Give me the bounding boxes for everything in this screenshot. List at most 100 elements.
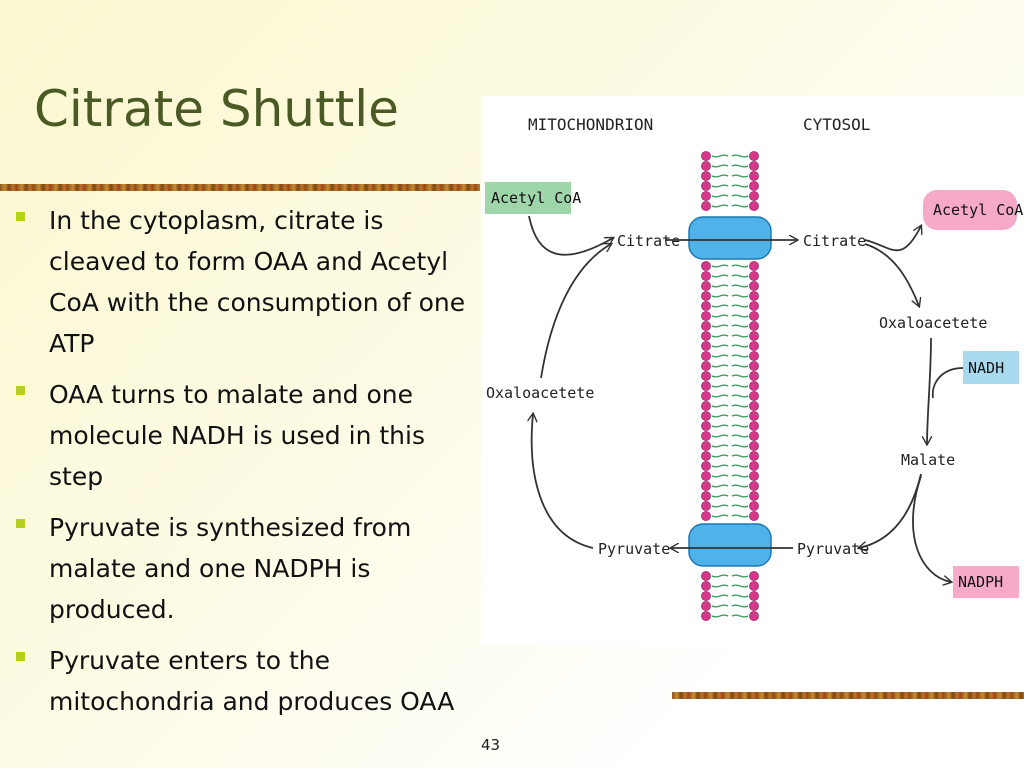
- bullet-item: Pyruvate is synthesized from malate and …: [12, 507, 472, 630]
- lipid-head: [701, 421, 711, 431]
- lipid-tail: [711, 454, 729, 458]
- decorative-band-bottom: [672, 692, 1024, 699]
- lipid-head: [701, 391, 711, 401]
- bullet-text: Pyruvate enters to the mitochondria and …: [49, 646, 455, 716]
- lipid-tail: [731, 384, 749, 388]
- slide-title: Citrate Shuttle: [34, 80, 399, 138]
- lipid-head: [749, 381, 759, 391]
- lipid-tail: [711, 464, 729, 468]
- lipid-tail: [731, 474, 749, 478]
- bullet-text: In the cytoplasm, citrate is cleaved to …: [49, 206, 466, 358]
- lipid-tail: [711, 274, 729, 278]
- lipid-tail: [731, 194, 749, 198]
- lipid-head: [701, 481, 711, 491]
- lipid-tail: [711, 414, 729, 418]
- lipid-head: [749, 291, 759, 301]
- lipid-tail: [711, 604, 729, 608]
- lipid-head: [749, 491, 759, 501]
- arrow-oxaloacetate-to-citrate: [540, 244, 611, 379]
- bullet-square-icon: [16, 386, 25, 395]
- lipid-head: [701, 291, 711, 301]
- lipid-tail: [711, 444, 729, 448]
- lipid-tail: [711, 184, 729, 188]
- lipid-head: [749, 401, 759, 411]
- lipid-head: [749, 351, 759, 361]
- lipid-tail: [731, 434, 749, 438]
- lipid-head: [701, 301, 711, 311]
- lipid-head: [749, 161, 759, 171]
- lipid-tail: [731, 604, 749, 608]
- lipid-head: [701, 401, 711, 411]
- decorative-band-top: [0, 184, 480, 191]
- lipid-tail: [731, 284, 749, 288]
- lipid-head: [701, 571, 711, 581]
- lipid-tail: [711, 404, 729, 408]
- nadh-label: NADH: [968, 359, 1004, 377]
- lipid-tail: [731, 164, 749, 168]
- acetyl-coa-cyto-box: [923, 190, 1017, 230]
- lipid-head: [749, 481, 759, 491]
- arrow-citrate-to-oxaloacetate: [864, 243, 919, 306]
- lipid-head: [701, 261, 711, 271]
- arrow-malate-to-pyruvate: [859, 473, 922, 548]
- lipid-head: [749, 571, 759, 581]
- bullet-item: Pyruvate enters to the mitochondria and …: [12, 640, 472, 722]
- lipid-tail: [731, 594, 749, 598]
- lipid-tail: [711, 344, 729, 348]
- lipid-head: [701, 311, 711, 321]
- lipid-head: [749, 421, 759, 431]
- nadph-box: [953, 566, 1019, 598]
- lipid-head: [749, 471, 759, 481]
- lipid-tail: [731, 614, 749, 618]
- arrow-oxaloacetate-to-malate: [927, 337, 931, 444]
- lipid-head: [701, 381, 711, 391]
- citrate-cyto-label: Citrate: [803, 232, 866, 250]
- lipid-head: [701, 371, 711, 381]
- lipid-head: [701, 441, 711, 451]
- lipid-head: [749, 591, 759, 601]
- lipid-head: [749, 411, 759, 421]
- lipid-tail: [731, 274, 749, 278]
- lipid-head: [749, 191, 759, 201]
- lipid-head: [749, 321, 759, 331]
- lipid-head: [701, 341, 711, 351]
- lipid-tail: [711, 174, 729, 178]
- lipid-head: [749, 361, 759, 371]
- lipid-tail: [731, 264, 749, 268]
- nadph-label: NADPH: [958, 573, 1003, 591]
- lipid-tail: [731, 364, 749, 368]
- lipid-tail: [711, 294, 729, 298]
- header-cytosol: CYTOSOL: [803, 115, 870, 134]
- lipid-tail: [711, 504, 729, 508]
- lipid-head: [749, 281, 759, 291]
- arrow-acetylcoa-to-citrate: [528, 215, 613, 256]
- lipid-head: [701, 271, 711, 281]
- oxaloacetate-mito-label: Oxaloacetete: [486, 384, 594, 402]
- citrate-mito-label: Citrate: [617, 232, 680, 250]
- lipid-head: [701, 491, 711, 501]
- lipid-head: [749, 171, 759, 181]
- bullet-text: Pyruvate is synthesized from malate and …: [49, 513, 412, 624]
- lipid-tail: [731, 304, 749, 308]
- lipid-head: [701, 161, 711, 171]
- bullet-text: OAA turns to malate and one molecule NAD…: [49, 380, 425, 491]
- lipid-head: [701, 611, 711, 621]
- lipid-head: [701, 331, 711, 341]
- lipid-head: [749, 151, 759, 161]
- lipid-tail: [711, 374, 729, 378]
- lipid-tail: [711, 574, 729, 578]
- bullet-item: OAA turns to malate and one molecule NAD…: [12, 374, 472, 497]
- lipid-tail: [711, 284, 729, 288]
- pyruvate-mito-label: Pyruvate: [598, 540, 670, 558]
- lipid-tail: [711, 334, 729, 338]
- lipid-head: [749, 331, 759, 341]
- lipid-head: [749, 581, 759, 591]
- lipid-tail: [731, 344, 749, 348]
- oxaloacetate-cyto-label: Oxaloacetete: [879, 314, 987, 332]
- lipid-tail: [731, 464, 749, 468]
- acetyl-coa-cyto-label: Acetyl CoA: [933, 201, 1023, 219]
- lipid-head: [701, 191, 711, 201]
- acetyl-coa-mito-label: Acetyl CoA: [491, 189, 581, 207]
- pyruvate-transporter: [688, 523, 772, 567]
- nadh-box: [963, 351, 1019, 384]
